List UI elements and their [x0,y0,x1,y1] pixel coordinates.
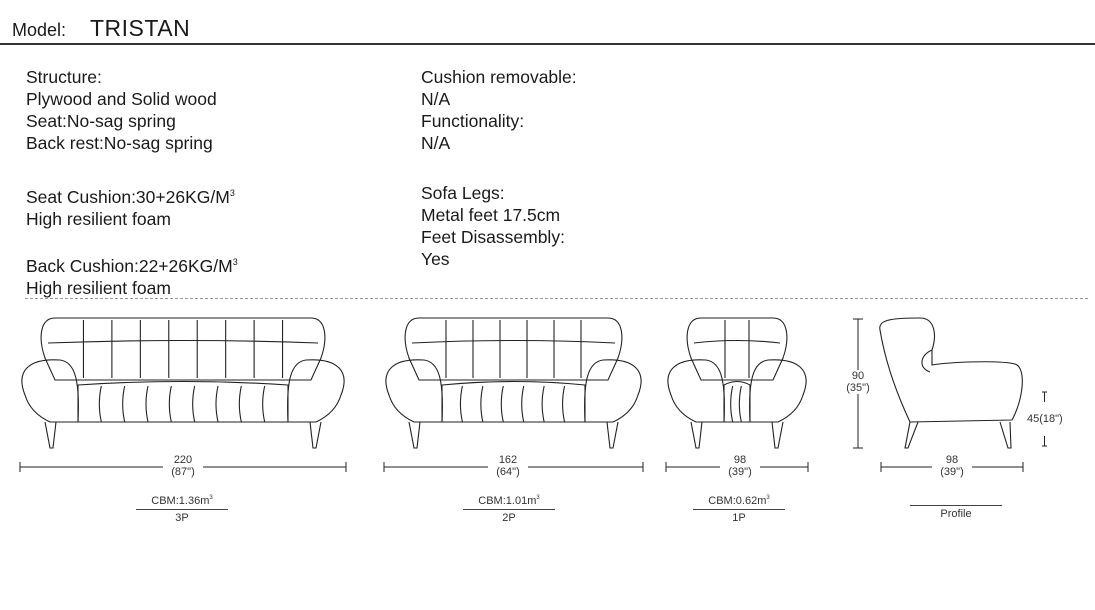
sofa-2p-seat-seam [541,385,545,423]
header-divider [0,43,1095,45]
cushion-title: Cushion removable: [421,67,577,87]
profile-chair [879,317,1023,423]
seat-height: 45(18") [1027,413,1063,425]
width-3p: 220(87") [163,454,203,478]
disassembly-title: Feet Disassembly: [421,227,565,247]
sofa-2p-back-seam [411,339,616,344]
sofa-2p-seat-seam [500,385,504,423]
sofa-3p-leg [309,421,322,449]
sofa-1p-leg [690,421,703,449]
section-divider [25,298,1088,299]
sofa-1p-left-arm [667,359,725,423]
sofa-3p-back-seam [47,339,319,344]
sofa-2p-seat-seam [459,385,463,423]
sofa-3p-seat-seam [192,385,196,423]
structure-back: Back rest:No-sag spring [26,133,213,153]
legs-title: Sofa Legs: [421,183,505,203]
sofa-3p-seat-seam [168,385,172,423]
sofa-1p-leg [771,421,784,449]
profile-legs [904,421,1012,449]
sofa-3p-seat [77,380,289,423]
sofa-2p-back [404,317,623,381]
sofa-2p-leg [408,421,421,449]
profile-headrest [921,349,933,373]
legs-value: Metal feet 17.5cm [421,205,561,225]
profile-label: Profile [910,492,1002,520]
cushion-value: N/A [421,89,451,109]
seat-cushion-foam: High resilient foam [26,209,171,229]
width-2p: 162(64") [488,454,528,478]
sofa-2p-seat-seam [562,385,566,423]
sofa-2p-seat [441,380,586,423]
sofa-3p-leg [44,421,57,449]
sofa-2p-right-arm [584,359,642,423]
functionality-value: N/A [421,133,451,153]
back-cushion: Back Cushion:22+26KG/M3 [26,256,238,276]
specs-left: Structure: Plywood and Solid wood Seat:N… [26,66,238,299]
sofa-2p-leg [606,421,619,449]
back-cushion-foam: High resilient foam [26,278,171,298]
sofa-3p-seat-seam [262,385,266,423]
width-profile: 98(39") [932,454,972,478]
model-name: TRISTAN [90,15,191,41]
sofa-2p-seat-seam [521,385,525,423]
sofa-2p-seat-seam [480,385,484,423]
sofa-3p-seat-seam [215,385,219,423]
specs-right: Cushion removable: N/A Functionality: N/… [421,66,577,270]
sofa-1p-back-seam [693,339,781,344]
sofa-3p-seat-seam [145,385,149,423]
sofa-1p-seat-seam [738,385,742,423]
structure-title: Structure: [26,67,102,87]
sofa-1p-back [686,317,788,381]
sofa-3p-seat-seam [98,385,102,423]
seat-height-dimension [1042,391,1047,447]
sofa-3p-seat-seam [238,385,242,423]
sofa-3p-back [40,317,326,381]
model-label: Model: [12,20,67,40]
sofa-2p-left-arm [385,359,443,423]
sofa-3p-right-arm [287,359,345,423]
structure-seat: Seat:No-sag spring [26,111,176,131]
sofa-1p-seat-seam [730,385,734,423]
seat-cushion: Seat Cushion:30+26KG/M3 [26,187,235,207]
sofa-1p-seat [723,380,751,423]
profile-height: 90(35") [840,370,876,394]
sofa-1p-right-arm [749,359,807,423]
width-1p: 98(39") [720,454,760,478]
disassembly-value: Yes [421,249,450,269]
sofa-3p-left-arm [21,359,79,423]
functionality-title: Functionality: [421,111,525,131]
sofa-3p-seat-seam [122,385,126,423]
structure-material: Plywood and Solid wood [26,89,217,109]
